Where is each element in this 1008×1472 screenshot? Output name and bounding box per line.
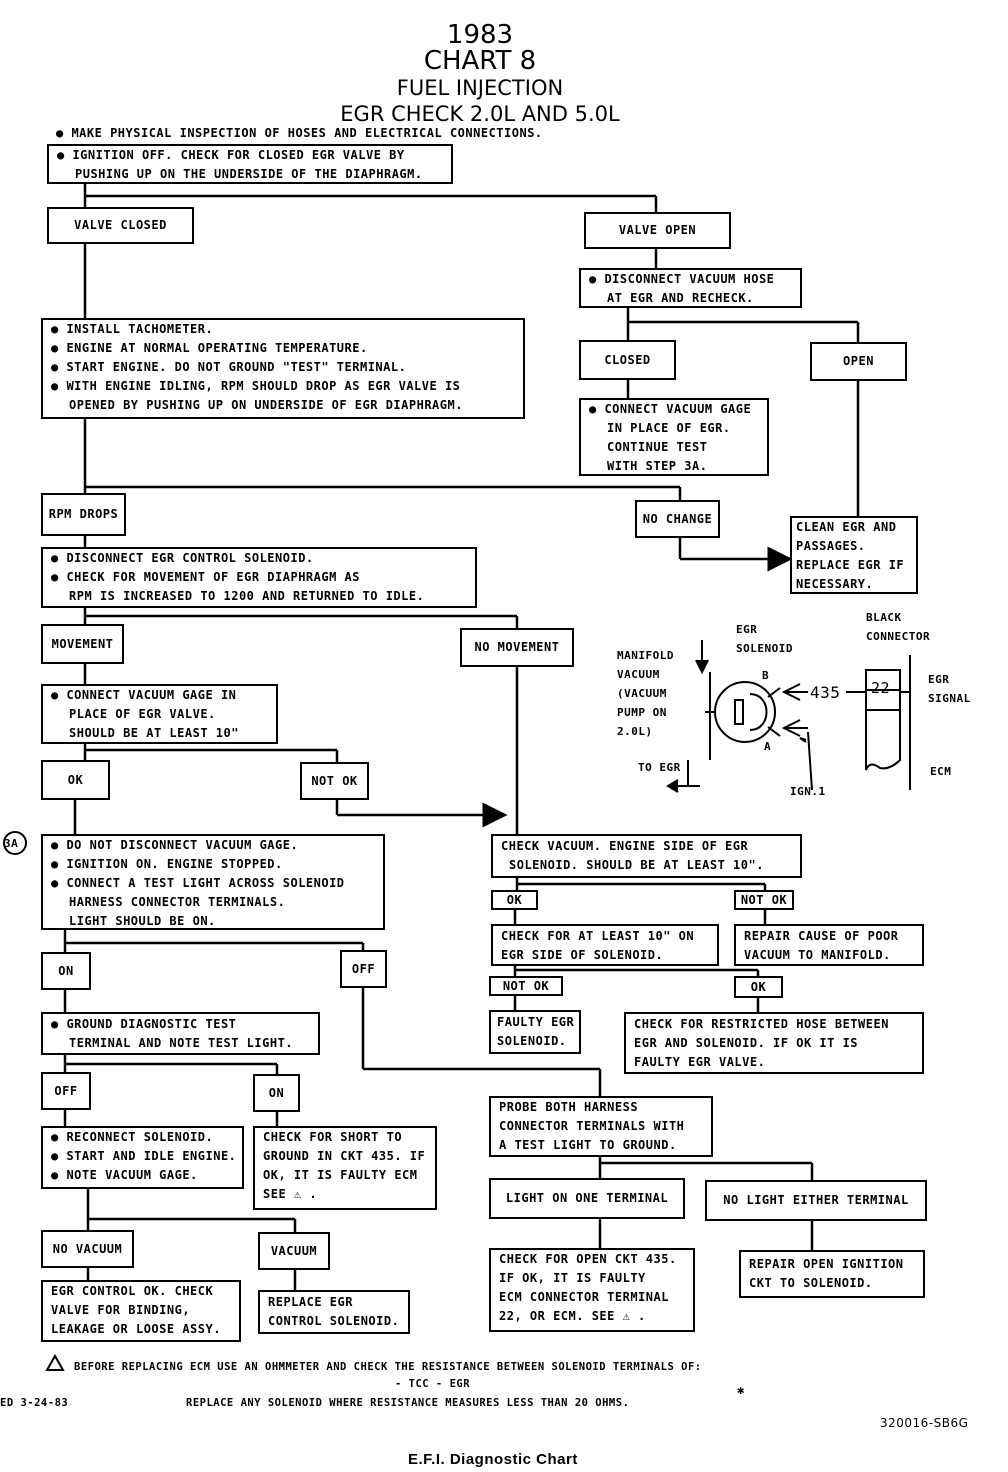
check-restricted-hose-box: CHECK FOR RESTRICTED HOSE BETWEEN EGR AN…: [624, 1012, 924, 1074]
check-egr-side-box: CHECK FOR AT LEAST 10" ON EGR SIDE OF SO…: [491, 924, 719, 966]
chart-caption: E.F.I. Diagnostic Chart: [408, 1451, 578, 1468]
ok-box: OK: [41, 760, 110, 800]
on-box: ON: [41, 952, 91, 990]
light-one-terminal-box: LIGHT ON ONE TERMINAL: [489, 1178, 685, 1219]
warning-triangle-icon: [45, 1353, 65, 1371]
ignition-off-box: ● IGNITION OFF. CHECK FOR CLOSED EGR VAL…: [47, 144, 453, 184]
chart-system: FUEL INJECTION: [396, 76, 564, 100]
black-connector-label: BLACK CONNECTOR: [866, 611, 931, 643]
reconnect-solenoid-box: ● RECONNECT SOLENOID. ● START AND IDLE E…: [41, 1126, 244, 1189]
off-box: OFF: [340, 950, 387, 988]
valve-closed-box: VALVE CLOSED: [47, 207, 194, 244]
chart-number: CHART 8: [423, 46, 537, 76]
movement-box: MOVEMENT: [41, 624, 124, 664]
repair-open-ignition-box: REPAIR OPEN IGNITION CKT TO SOLENOID.: [739, 1250, 925, 1298]
step-3a-box: ● DO NOT DISCONNECT VACUUM GAGE. ● IGNIT…: [41, 834, 385, 930]
footer-asterisk: ✱: [737, 1383, 745, 1397]
chart-year: 1983: [446, 20, 514, 50]
document-code: 320016-SB6G: [880, 1416, 969, 1430]
chart-subject: EGR CHECK 2.0L AND 5.0L: [340, 102, 620, 126]
closed-box: CLOSED: [579, 340, 676, 380]
valve-open-box: VALVE OPEN: [584, 212, 731, 249]
rpm-drops-box: RPM DROPS: [41, 493, 126, 536]
ground-diagnostic-box: ● GROUND DIAGNOSTIC TEST TERMINAL AND NO…: [41, 1012, 320, 1055]
footer-warning-line3: REPLACE ANY SOLENOID WHERE RESISTANCE ME…: [186, 1397, 630, 1409]
disconnect-solenoid-box: ● DISCONNECT EGR CONTROL SOLENOID. ● CHE…: [41, 547, 477, 608]
intro-instruction: ● MAKE PHYSICAL INSPECTION OF HOSES AND …: [56, 126, 543, 140]
no-change-box: NO CHANGE: [635, 500, 720, 538]
check-open-435-box: CHECK FOR OPEN CKT 435. IF OK, IT IS FAU…: [489, 1248, 695, 1332]
disconnect-vacuum-hose-box: ● DISCONNECT VACUUM HOSE AT EGR AND RECH…: [579, 268, 802, 308]
not-ok-box: NOT OK: [300, 762, 369, 800]
ok-c-box: OK: [734, 976, 783, 998]
ecm-label: ECM: [930, 765, 952, 778]
no-light-either-box: NO LIGHT EITHER TERMINAL: [705, 1180, 927, 1221]
footer-warning-line1: BEFORE REPLACING ECM USE AN OHMMETER AND…: [74, 1361, 702, 1373]
step-3a-marker: 3A: [4, 837, 19, 850]
on-b-box: ON: [253, 1074, 300, 1112]
replace-solenoid-box: REPLACE EGR CONTROL SOLENOID.: [258, 1290, 410, 1334]
not-ok-c-box: NOT OK: [489, 976, 563, 996]
connect-gage-valve-box: ● CONNECT VACUUM GAGE IN PLACE OF EGR VA…: [41, 684, 278, 744]
not-ok-b-box: NOT OK: [734, 890, 794, 910]
no-movement-box: NO MOVEMENT: [460, 628, 574, 667]
footer-warning-line2: - TCC - EGR: [395, 1378, 471, 1390]
probe-harness-box: PROBE BOTH HARNESS CONNECTOR TERMINALS W…: [489, 1096, 713, 1157]
ok-b-box: OK: [491, 890, 538, 910]
egr-signal-label: EGR SIGNAL: [928, 673, 971, 705]
to-egr-label: TO EGR: [638, 761, 681, 774]
no-vacuum-box: NO VACUUM: [41, 1230, 134, 1268]
egr-solenoid-schematic: [666, 640, 911, 793]
check-vacuum-engine-side-box: CHECK VACUUM. ENGINE SIDE OF EGR SOLENOI…: [491, 834, 802, 878]
faulty-solenoid-box: FAULTY EGR SOLENOID.: [489, 1010, 581, 1054]
connect-vacuum-gage-box: ● CONNECT VACUUM GAGE IN PLACE OF EGR. C…: [579, 398, 769, 476]
pin-22-label: 22: [871, 679, 891, 697]
egr-control-ok-box: EGR CONTROL OK. CHECK VALVE FOR BINDING,…: [41, 1280, 241, 1342]
clean-egr-box: CLEAN EGR AND PASSAGES. REPLACE EGR IF N…: [790, 516, 918, 594]
terminal-a-label: A: [764, 740, 772, 753]
egr-solenoid-label: EGR SOLENOID: [736, 623, 793, 655]
ign-1-label: IGN.1: [790, 785, 826, 798]
off-b-box: OFF: [41, 1072, 91, 1110]
repair-poor-vacuum-box: REPAIR CAUSE OF POOR VACUUM TO MANIFOLD.: [734, 924, 924, 966]
check-short-box: CHECK FOR SHORT TO GROUND IN CKT 435. IF…: [253, 1126, 437, 1210]
vacuum-box: VACUUM: [258, 1232, 330, 1270]
open-box: OPEN: [810, 342, 907, 381]
manifold-vacuum-label: MANIFOLD VACUUM (VACUUM PUMP ON 2.0L): [617, 649, 674, 738]
circuit-435-label: 435: [810, 683, 841, 702]
revised-date: ED 3-24-83: [0, 1397, 69, 1409]
install-tachometer-box: ● INSTALL TACHOMETER. ● ENGINE AT NORMAL…: [41, 318, 525, 419]
terminal-b-label: B: [762, 669, 770, 682]
